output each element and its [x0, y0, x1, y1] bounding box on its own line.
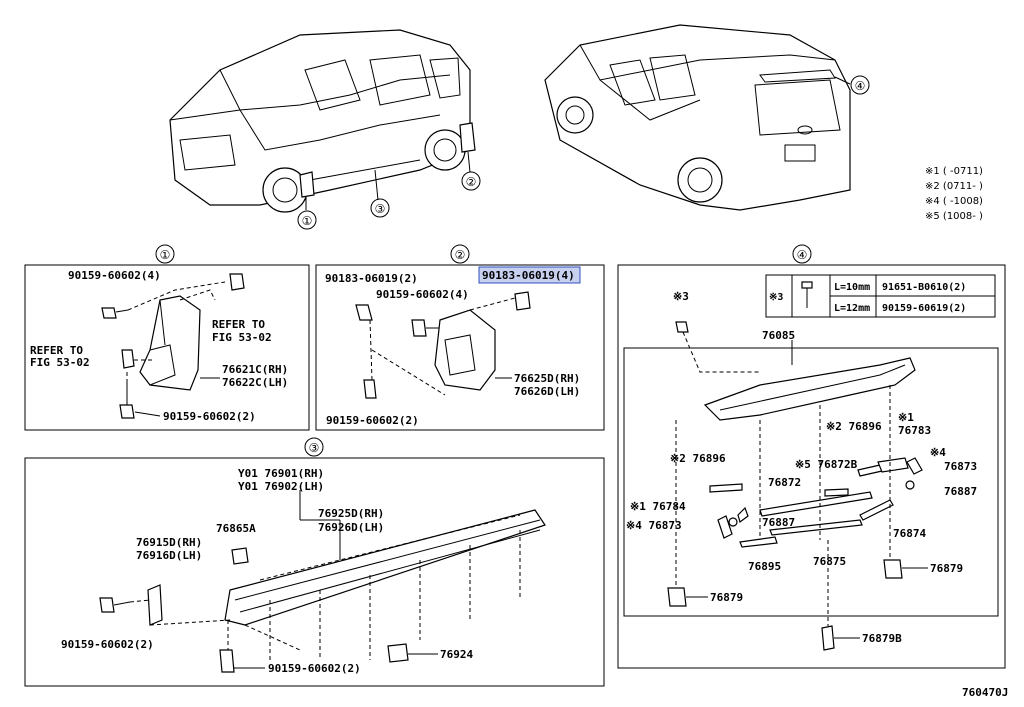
s3-bracket-rh-label: 76915D(RH) [136, 536, 202, 549]
s4-76873b-label: ※4 76873 [626, 519, 682, 532]
svg-text:③: ③ [375, 202, 386, 216]
note-4: ※4 ( -1008) [925, 196, 983, 207]
s4-spoiler-label: 76085 [762, 329, 795, 342]
section-2-parts [355, 291, 531, 399]
s3-mold-rh-label: 76925D(RH) [318, 507, 384, 520]
s4-76783-label: 76783 [898, 424, 931, 437]
s4-76874-label: 76874 [893, 527, 926, 540]
s1-refer-right-line1: REFER TO [212, 318, 265, 331]
section-1-header: ① [155, 244, 175, 264]
s2-flap-lh-label: 76626D(LH) [514, 385, 580, 398]
svg-text:L=10mm: L=10mm [834, 282, 870, 293]
s3-nut-label: 76924 [440, 648, 473, 661]
s4-76879a-label: 76879 [710, 591, 743, 604]
svg-text:※3: ※3 [769, 292, 783, 303]
s1-bolt-bottom-label: 90159-60602(2) [163, 410, 256, 423]
production-notes: ※1 ( -0711) ※2 (0711- ) ※4 ( -1008) ※5 (… [925, 166, 983, 222]
svg-text:91651-B0610(2): 91651-B0610(2) [882, 282, 966, 293]
s4-76784-label: ※1 76784 [630, 500, 686, 513]
svg-text:④: ④ [797, 248, 808, 262]
section-3-header: ③ [304, 437, 324, 457]
s4-screw-mark: ※3 [673, 290, 689, 303]
s2-clip-left-label: 90183-06019(2) [325, 272, 418, 285]
figure-code: 760470J [962, 686, 1008, 699]
section-2-header: ② [450, 244, 470, 264]
s4-76872-label: 76872 [768, 476, 801, 489]
s3-sill-rh-label: Y01 76901(RH) [238, 467, 324, 480]
note-5: ※5 (1008- ) [925, 211, 983, 222]
s4-76896b-label: ※2 76896 [826, 420, 882, 433]
s3-mold-lh-label: 76926D(LH) [318, 521, 384, 534]
s4-76879B-label: 76879B [862, 632, 902, 645]
note-2: ※2 (0711- ) [925, 181, 983, 192]
front-callout-3: ③ [370, 198, 390, 218]
s1-refer-left-line1: REFER TO [30, 344, 83, 357]
note-1: ※1 ( -0711) [925, 166, 983, 177]
s4-76887a-label: 76887 [944, 485, 977, 498]
s1-flap-lh-label: 76622C(LH) [222, 376, 288, 389]
screw-spec-table: ※3 L=10mm 91651-B0610(2) L=12mm 90159-60… [765, 274, 996, 318]
svg-text:④: ④ [855, 79, 866, 93]
s4-76896a-label: ※2 76896 [670, 452, 726, 465]
svg-text:90159-60619(2): 90159-60619(2) [882, 303, 966, 314]
s4-76875-label: 76875 [813, 555, 846, 568]
svg-text:①: ① [160, 248, 171, 262]
s1-bolt-top-label: 90159-60602(4) [68, 269, 161, 282]
s1-refer-right-line2: FIG 53-02 [212, 331, 272, 344]
s4-76783-mark: ※1 [898, 411, 914, 424]
rear-callout-4: ④ [850, 75, 870, 95]
s4-76895-label: 76895 [748, 560, 781, 573]
rear-car-illustration [544, 24, 851, 211]
s3-bracket-lh-label: 76916D(LH) [136, 549, 202, 562]
s4-76879b-label: 76879 [930, 562, 963, 575]
s4-76887b-label: 76887 [762, 516, 795, 529]
section-1-parts [101, 273, 245, 419]
section-4-inner-box [623, 347, 999, 617]
s1-refer-left-line2: FIG 53-02 [30, 356, 90, 369]
front-callout-1: ① [297, 210, 317, 230]
section-1-box [24, 264, 310, 431]
s3-bolt-bottom-label: 90159-60602(2) [268, 662, 361, 675]
s3-bolt-left-label: 90159-60602(2) [61, 638, 154, 651]
section-4-header: ④ [792, 244, 812, 264]
s2-bolt-top-label: 90159-60602(4) [376, 288, 469, 301]
s3-clip-label: 76865A [216, 522, 256, 535]
svg-text:②: ② [455, 248, 466, 262]
front-callout-2: ② [461, 171, 481, 191]
s4-76872b-label: ※5 76872B [795, 458, 858, 471]
s4-76873a-mark: ※4 [930, 446, 946, 459]
section-4-parts [667, 321, 928, 651]
section-2-box [315, 264, 605, 431]
svg-text:①: ① [302, 214, 313, 228]
svg-text:L=12mm: L=12mm [834, 303, 870, 314]
svg-text:③: ③ [309, 441, 320, 455]
s2-clip-right-label: 90183-06019(4) [482, 269, 575, 282]
front-car-illustration [169, 29, 476, 213]
s1-flap-rh-label: 76621C(RH) [222, 363, 288, 376]
s4-76873a-label: 76873 [944, 460, 977, 473]
s2-bolt-bottom-label: 90159-60602(2) [326, 414, 419, 427]
highlighted-part-number [478, 266, 581, 284]
section-3-box [24, 457, 605, 687]
section-4-box [617, 264, 1006, 669]
svg-text:②: ② [466, 175, 477, 189]
s3-sill-lh-label: Y01 76902(LH) [238, 480, 324, 493]
s2-flap-rh-label: 76625D(RH) [514, 372, 580, 385]
section-3-parts [99, 490, 546, 673]
